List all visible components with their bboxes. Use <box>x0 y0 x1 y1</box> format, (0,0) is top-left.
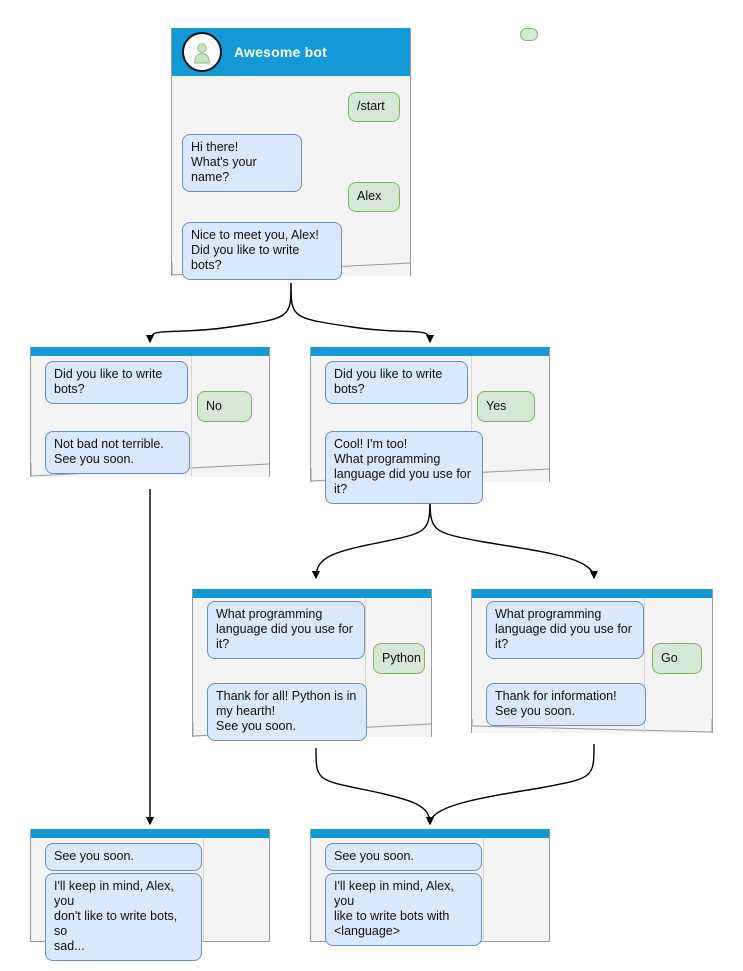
message-bubble-bot[interactable]: What programming language did you use fo… <box>207 601 365 659</box>
message-bubble-user[interactable]: /start <box>348 92 400 122</box>
node-python-branch[interactable]: What programming language did you use fo… <box>192 589 432 741</box>
edge-yes-to-go <box>429 493 599 580</box>
edge-python-to-end-happy <box>315 747 435 826</box>
column-divider <box>483 838 484 942</box>
column-divider <box>365 598 366 737</box>
message-bubble-bot[interactable]: What programming language did you use fo… <box>486 601 644 659</box>
message-bubble-bot[interactable]: Did you like to write bots? <box>325 361 468 404</box>
user-avatar-icon <box>182 32 222 72</box>
node-end-happy[interactable]: See you soon. I'll keep in mind, Alex, y… <box>310 829 550 946</box>
node-header-bar <box>472 589 712 598</box>
message-bubble-bot[interactable]: I'll keep in mind, Alex, you don't like … <box>45 873 202 961</box>
node-header-bar <box>193 589 431 598</box>
message-bubble-user[interactable]: Yes <box>477 391 535 422</box>
node-end-sad[interactable]: See you soon. I'll keep in mind, Alex, y… <box>30 829 270 961</box>
page-title: Awesome bot <box>234 44 327 60</box>
message-bubble-user[interactable]: Go <box>652 643 702 674</box>
message-bubble-bot[interactable]: See you soon. <box>325 843 482 871</box>
message-bubble-bot[interactable]: Did you like to write bots? <box>45 361 188 404</box>
node-yes-branch[interactable]: Did you like to write bots? Yes Cool! I'… <box>310 347 550 504</box>
node-header-bar <box>311 829 549 838</box>
column-divider <box>644 598 645 733</box>
message-bubble-bot[interactable]: Thank for all! Python is in my hearth! S… <box>207 683 367 741</box>
edge-root-to-no <box>145 282 292 344</box>
message-bubble-user[interactable]: No <box>197 391 252 422</box>
message-bubble-bot[interactable]: Cool! I'm too! What programming language… <box>325 431 483 504</box>
column-divider <box>203 838 204 942</box>
message-bubble-bot[interactable]: See you soon. <box>45 843 202 871</box>
column-divider <box>191 356 192 477</box>
message-bubble-bot[interactable]: Thank for information! See you soon. <box>486 683 646 726</box>
message-bubble-user[interactable]: Python <box>373 643 425 674</box>
edge-yes-to-python <box>311 493 431 580</box>
message-bubble-bot[interactable]: Hi there! What's your name? <box>182 134 302 192</box>
node-root[interactable]: Awesome bot /start Hi there! What's your… <box>171 28 538 280</box>
message-bubble-bot[interactable]: I'll keep in mind, Alex, you like to wri… <box>325 873 482 946</box>
chat-header-bar: Awesome bot <box>172 28 410 76</box>
node-header-bar <box>31 829 269 838</box>
edge-root-to-yes <box>290 282 435 344</box>
node-header-bar <box>31 347 269 356</box>
message-bubble-user[interactable] <box>520 28 538 41</box>
edge-go-to-end-happy <box>425 743 595 826</box>
message-bubble-user[interactable]: Alex <box>348 182 400 212</box>
column-divider <box>471 356 472 482</box>
node-header-bar <box>311 347 549 356</box>
node-no-branch[interactable]: Did you like to write bots? No Not bad n… <box>30 347 270 477</box>
message-bubble-bot[interactable]: Nice to meet you, Alex! Did you like to … <box>182 222 342 280</box>
message-bubble-bot[interactable]: Not bad not terrible. See you soon. <box>45 431 190 474</box>
node-go-branch[interactable]: What programming language did you use fo… <box>471 589 713 733</box>
